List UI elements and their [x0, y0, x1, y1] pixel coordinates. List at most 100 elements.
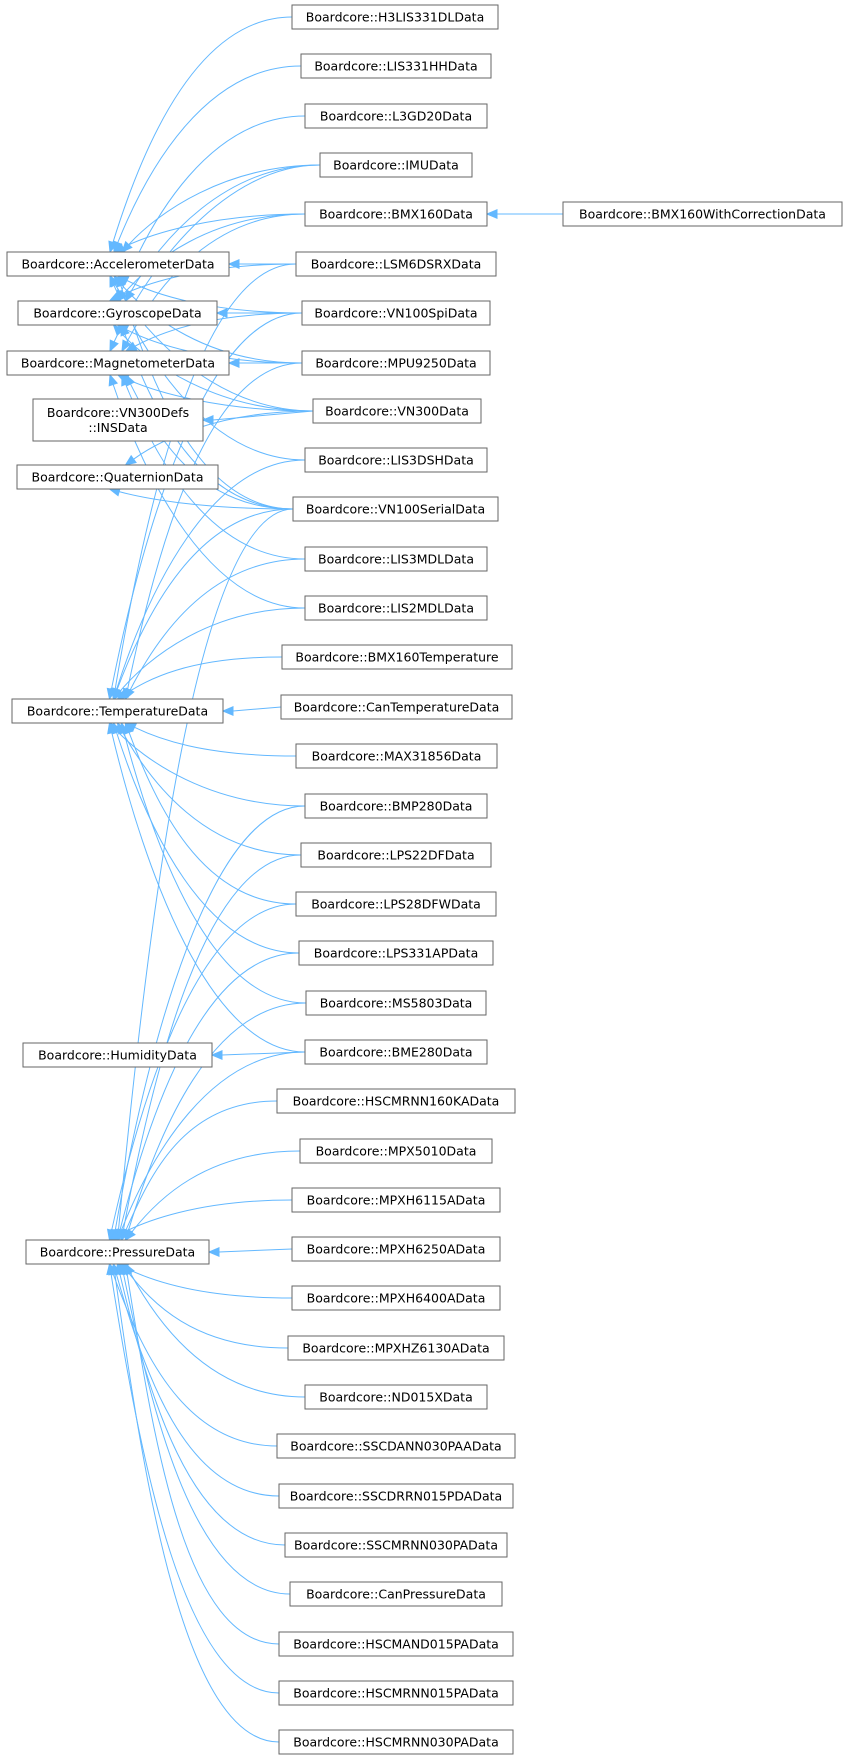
- class-label: Boardcore::VN300Data: [325, 404, 469, 419]
- derived-class-node-bmx160corr[interactable]: Boardcore::BMX160WithCorrectionData: [562, 201, 843, 227]
- class-label: Boardcore::SSCDRRN015PDAData: [290, 1489, 502, 1504]
- derived-class-node-canpress[interactable]: Boardcore::CanPressureData: [289, 1581, 503, 1607]
- edge-hscmand015pa-to-press: [122, 1262, 280, 1645]
- inheritance-line: [128, 164, 321, 245]
- derived-class-node-bmp280[interactable]: Boardcore::BMP280Data: [304, 793, 488, 819]
- derived-class-node-hscmrnn015pa[interactable]: Boardcore::HSCMRNN015PAData: [278, 1680, 514, 1706]
- class-label: Boardcore::MagnetometerData: [21, 356, 215, 371]
- base-class-node-accel[interactable]: Boardcore::AccelerometerData: [6, 251, 230, 277]
- derived-class-node-imu[interactable]: Boardcore::IMUData: [319, 152, 473, 178]
- inheritance-line: [218, 1248, 293, 1253]
- class-label: Boardcore::VN100SpiData: [314, 306, 477, 321]
- class-box: [291, 1236, 501, 1262]
- edge-mpxh6115a-to-press: [108, 1199, 293, 1241]
- derived-class-node-bmx160temp[interactable]: Boardcore::BMX160Temperature: [281, 644, 513, 670]
- derived-class-node-lps28dfw[interactable]: Boardcore::LPS28DFWData: [295, 891, 497, 917]
- derived-class-node-lps22df[interactable]: Boardcore::LPS22DFData: [300, 842, 492, 868]
- class-box: [304, 546, 488, 572]
- class-box: [304, 447, 488, 473]
- inheritance-line: [127, 1271, 289, 1349]
- derived-class-node-mpx5010[interactable]: Boardcore::MPX5010Data: [299, 1138, 493, 1164]
- class-label: Boardcore::BMX160Data: [319, 207, 473, 222]
- inheritance-line: [123, 732, 307, 1004]
- derived-class-node-max31856[interactable]: Boardcore::MAX31856Data: [295, 743, 498, 769]
- inheritance-arrowhead: [124, 1228, 136, 1242]
- edge-canpress-to-press: [118, 1262, 291, 1595]
- base-class-node-magneto[interactable]: Boardcore::MagnetometerData: [6, 350, 230, 376]
- derived-class-node-mpxhz6130a[interactable]: Boardcore::MPXHZ6130AData: [287, 1335, 505, 1361]
- inheritance-arrowhead: [119, 721, 129, 735]
- inheritance-line: [110, 1273, 280, 1694]
- derived-class-node-bme280[interactable]: Boardcore::BME280Data: [304, 1039, 488, 1065]
- derived-class-node-vn100spi[interactable]: Boardcore::VN100SpiData: [301, 300, 491, 326]
- class-box: [312, 398, 482, 424]
- derived-class-node-h3lis331dl[interactable]: Boardcore::H3LIS331DLData: [291, 4, 499, 30]
- derived-class-node-lis331hh[interactable]: Boardcore::LIS331HHData: [300, 53, 492, 79]
- class-box: [319, 152, 473, 178]
- inheritance-arrowhead: [124, 454, 137, 466]
- inheritance-line: [117, 65, 302, 243]
- class-box: [304, 1384, 488, 1410]
- derived-class-node-hscmrnn160ka[interactable]: Boardcore::HSCMRNN160KAData: [276, 1088, 516, 1114]
- class-box: [291, 4, 499, 30]
- class-label: Boardcore::LPS22DFData: [317, 848, 474, 863]
- inheritance-line: [111, 732, 306, 1053]
- base-class-node-vn300ins[interactable]: Boardcore::VN300Defs::INSData: [32, 398, 204, 442]
- derived-class-node-mpxh6250a[interactable]: Boardcore::MPXH6250AData: [291, 1236, 501, 1262]
- base-class-node-gyro[interactable]: Boardcore::GyroscopeData: [17, 300, 218, 326]
- inheritance-arrowhead: [221, 706, 234, 716]
- derived-class-node-lis3dsh[interactable]: Boardcore::LIS3DSHData: [304, 447, 488, 473]
- derived-class-node-sscdann030paa[interactable]: Boardcore::SSCDANN030PAAData: [276, 1433, 516, 1459]
- derived-class-node-vn300[interactable]: Boardcore::VN300Data: [312, 398, 482, 424]
- class-box: [304, 793, 488, 819]
- inheritance-line: [120, 1051, 306, 1231]
- inheritance-arrowhead: [207, 1247, 220, 1257]
- derived-class-node-lis2mdl[interactable]: Boardcore::LIS2MDLData: [304, 595, 488, 621]
- derived-class-node-bmx160[interactable]: Boardcore::BMX160Data: [304, 201, 488, 227]
- inheritance-line: [118, 1199, 293, 1236]
- inheritance-arrowhead: [215, 308, 228, 318]
- inheritance-arrowhead: [109, 274, 119, 288]
- base-class-node-temp[interactable]: Boardcore::TemperatureData: [11, 698, 224, 724]
- class-label: Boardcore::BME280Data: [319, 1045, 472, 1060]
- derived-class-node-l3gd20[interactable]: Boardcore::L3GD20Data: [304, 103, 488, 129]
- edge-lis2mdl-to-temp: [112, 607, 306, 700]
- class-label: Boardcore::BMP280Data: [320, 799, 473, 814]
- class-box: [289, 1581, 503, 1607]
- inheritance-line: [123, 213, 306, 294]
- derived-class-node-vn100serial[interactable]: Boardcore::VN100SerialData: [292, 496, 499, 522]
- inheritance-line: [126, 1267, 293, 1299]
- derived-class-node-hscmand015pa[interactable]: Boardcore::HSCMAND015PAData: [278, 1631, 514, 1657]
- derived-class-node-sscmrnn030pa[interactable]: Boardcore::SSCMRNN030PAData: [284, 1532, 508, 1558]
- derived-class-node-cantemp[interactable]: Boardcore::CanTemperatureData: [280, 694, 513, 720]
- class-label: Boardcore::MAX31856Data: [312, 749, 482, 764]
- class-label: Boardcore::AccelerometerData: [21, 257, 214, 272]
- derived-class-node-mpxh6400a[interactable]: Boardcore::MPXH6400AData: [291, 1285, 501, 1311]
- inheritance-arrowhead: [110, 1262, 120, 1276]
- inheritance-line: [119, 607, 306, 692]
- derived-class-node-mpxh6115a[interactable]: Boardcore::MPXH6115AData: [291, 1187, 501, 1213]
- derived-class-node-nd015x[interactable]: Boardcore::ND015XData: [304, 1384, 488, 1410]
- class-label: Boardcore::HSCMRNN160KAData: [293, 1094, 500, 1109]
- edge-mpxh6250a-to-press: [207, 1247, 293, 1257]
- derived-class-node-lps331ap[interactable]: Boardcore::LPS331APData: [298, 940, 494, 966]
- class-box: [304, 201, 488, 227]
- derived-class-node-ms5803[interactable]: Boardcore::MS5803Data: [305, 990, 487, 1016]
- derived-class-node-mpu9250[interactable]: Boardcore::MPU9250Data: [301, 350, 491, 376]
- class-box: [298, 940, 494, 966]
- derived-class-node-lis3mdl[interactable]: Boardcore::LIS3MDLData: [304, 546, 488, 572]
- base-class-node-quat[interactable]: Boardcore::QuaternionData: [16, 464, 219, 490]
- base-class-node-press[interactable]: Boardcore::PressureData: [25, 1239, 210, 1265]
- base-class-node-humid[interactable]: Boardcore::HumidityData: [22, 1042, 213, 1068]
- inheritance-line: [212, 410, 314, 421]
- class-label: Boardcore::BMX160WithCorrectionData: [579, 207, 826, 222]
- class-box: [284, 1532, 508, 1558]
- class-box: [300, 842, 492, 868]
- inheritance-line: [120, 283, 303, 364]
- edge-nd015x-to-press: [124, 1262, 306, 1398]
- derived-class-node-hscmrnn030pa[interactable]: Boardcore::HSCMRNN030PAData: [278, 1729, 514, 1755]
- inheritance-line: [116, 508, 294, 690]
- class-box: [281, 644, 513, 670]
- derived-class-node-lsm6dsrx[interactable]: Boardcore::LSM6DSRXData: [295, 251, 497, 277]
- derived-class-node-sscdrrn015pda[interactable]: Boardcore::SSCDRRN015PDAData: [278, 1483, 514, 1509]
